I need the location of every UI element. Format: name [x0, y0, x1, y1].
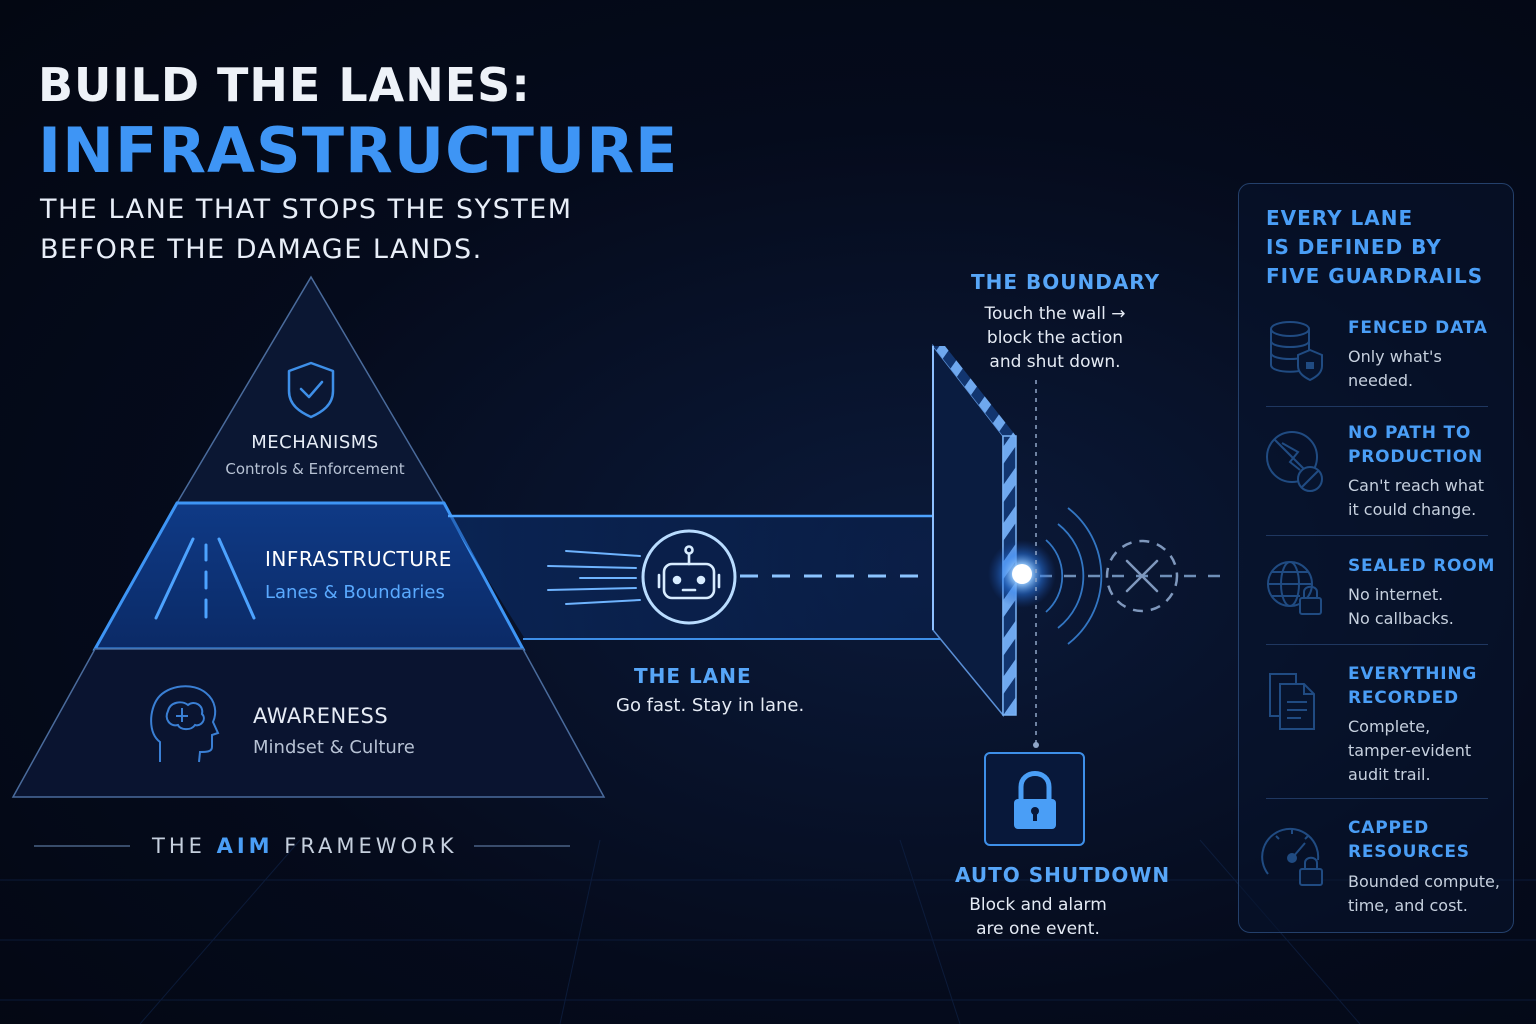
aim-prefix: THE	[152, 834, 206, 858]
aim-framework-label: THE AIM FRAMEWORK	[152, 834, 457, 858]
title-line-1: BUILD THE LANES:	[38, 58, 531, 112]
guardrail-2-title: NO PATH TO PRODUCTION	[1348, 423, 1483, 467]
guardrail-5-title: CAPPED RESOURCES	[1348, 818, 1470, 862]
shutdown-desc-1: Block and alarm	[969, 895, 1107, 915]
guardrail-3-title: SEALED ROOM	[1348, 556, 1496, 576]
guardrail-4-desc: Complete, tamper-evident audit trail.	[1348, 717, 1472, 784]
guardrails-heading: EVERY LANE IS DEFINED BY FIVE GUARDRAILS	[1266, 204, 1506, 291]
tier-mechanisms-title: MECHANISMS	[251, 432, 379, 453]
tier-infrastructure-title: INFRASTRUCTURE	[265, 547, 452, 571]
robot-badge	[641, 529, 737, 625]
guardrails-panel	[1238, 183, 1514, 933]
guardrail-divider	[1266, 535, 1488, 536]
tier-mechanisms-subtitle: Controls & Enforcement	[225, 460, 405, 478]
shutdown-title: AUTO SHUTDOWN	[955, 863, 1171, 887]
title-line-2: INFRASTRUCTURE	[38, 114, 679, 187]
guardrails-heading-1: EVERY LANE	[1266, 206, 1414, 230]
guardrail-3-desc: No internet. No callbacks.	[1348, 585, 1454, 628]
road-icon	[154, 537, 256, 620]
brain-head-icon	[150, 685, 220, 763]
robot-icon	[657, 545, 721, 600]
tier-awareness-title: AWARENESS	[253, 704, 389, 728]
boundary-desc-1: Touch the wall →	[984, 304, 1126, 324]
x-icon	[1125, 559, 1159, 593]
subtitle: THE LANE THAT STOPS THE SYSTEM BEFORE TH…	[40, 194, 573, 265]
guardrail-divider	[1266, 798, 1488, 799]
shield-check-icon	[287, 361, 335, 419]
boundary-desc-2: block the action	[986, 328, 1124, 348]
guardrail-1-desc: Only what's needed.	[1348, 347, 1442, 390]
guardrail-1-title: FENCED DATA	[1348, 318, 1488, 338]
guardrail-divider	[1266, 406, 1488, 407]
boundary-connector-end	[1033, 742, 1039, 748]
guardrail-2-desc: Can't reach what it could change.	[1348, 476, 1485, 519]
speed-lines	[547, 550, 641, 605]
tier-infrastructure-subtitle: Lanes & Boundaries	[265, 582, 445, 603]
guardrails-heading-2: IS DEFINED BY	[1266, 235, 1442, 259]
tier-awareness-subtitle: Mindset & Culture	[253, 737, 415, 758]
shutdown-desc-2: are one event.	[976, 919, 1100, 939]
impact-ripples	[1045, 507, 1103, 645]
aim-highlight: AIM	[216, 834, 274, 858]
lock-icon	[1014, 771, 1056, 829]
guardrail-4-title: EVERYTHING RECORDED	[1348, 664, 1478, 708]
blocked-marker	[1105, 539, 1179, 613]
boundary-title: THE BOUNDARY	[971, 270, 1161, 294]
guardrail-divider	[1266, 644, 1488, 645]
boundary-wall-side	[932, 343, 1004, 718]
aim-suffix: FRAMEWORK	[284, 834, 458, 858]
impact-core	[1012, 564, 1032, 584]
lane-desc: Go fast. Stay in lane.	[616, 695, 805, 716]
lane-title: THE LANE	[634, 664, 752, 688]
boundary-desc-3: and shut down.	[989, 352, 1121, 372]
boundary-wall-stripes	[933, 346, 1016, 436]
guardrails-heading-3: FIVE GUARDRAILS	[1266, 264, 1484, 288]
guardrail-5-desc: Bounded compute, time, and cost.	[1348, 872, 1500, 915]
